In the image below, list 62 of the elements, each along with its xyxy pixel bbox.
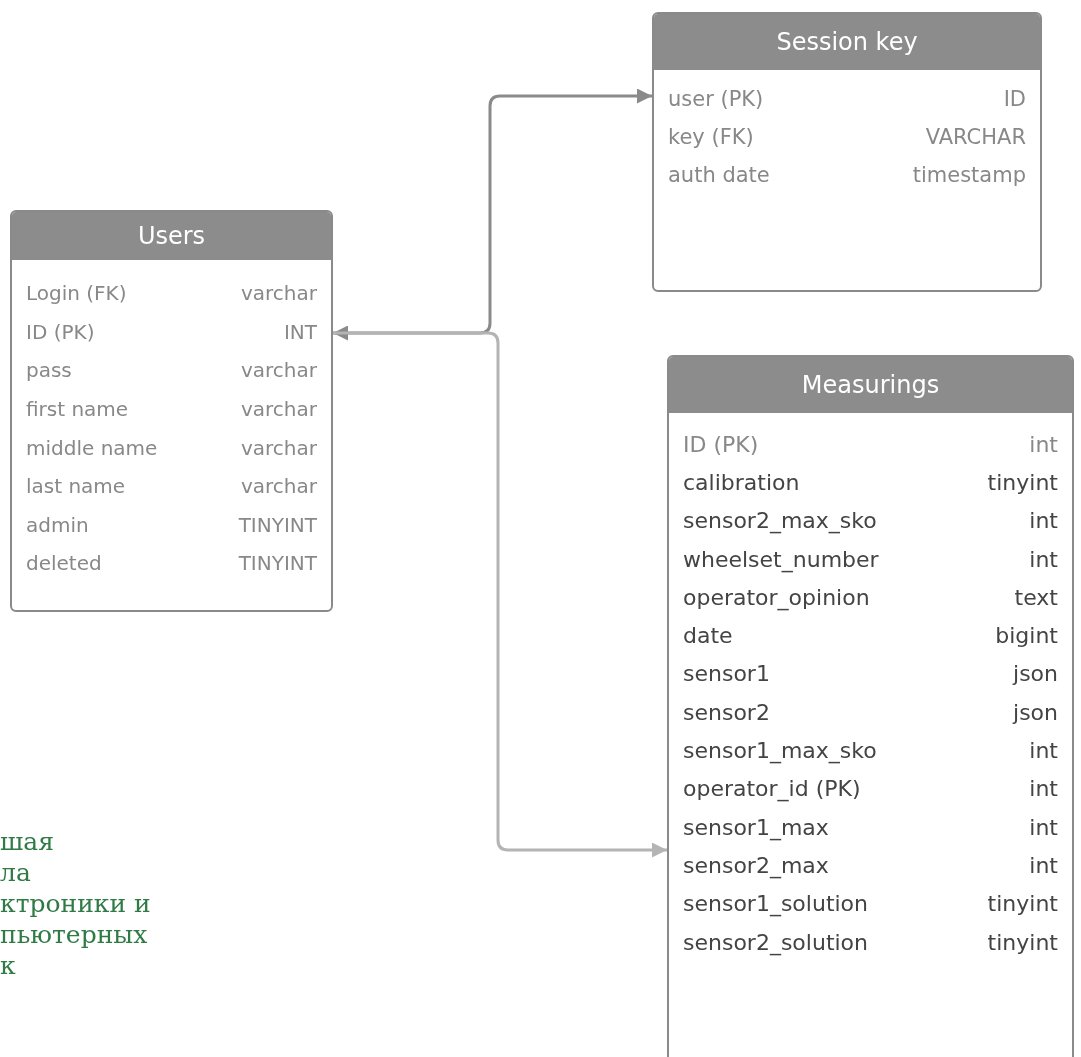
field-name: last name: [26, 474, 126, 499]
field-type: ID: [1003, 87, 1026, 111]
relation-arrow: [333, 331, 667, 858]
field-type: TINYINT: [238, 551, 317, 576]
field-type: json: [1013, 661, 1058, 687]
field-name: pass: [26, 358, 72, 383]
field-name: sensor1_solution: [683, 891, 869, 917]
field-type: int: [1029, 814, 1058, 840]
field-type: INT: [283, 319, 317, 344]
table-box: [652, 12, 1042, 292]
table-header: Session key: [654, 14, 1040, 70]
caption-text: пьютерных: [0, 919, 148, 950]
field-type: TINYINT: [238, 512, 317, 537]
field-name: calibration: [683, 469, 800, 495]
field-type: tinyint: [987, 469, 1058, 495]
field-type: timestamp: [912, 163, 1026, 187]
table-box: [10, 210, 333, 612]
field-type: text: [1014, 584, 1058, 610]
field-type: int: [1029, 431, 1058, 457]
field-name: admin: [26, 512, 89, 537]
caption-text: к: [0, 950, 16, 981]
field-type: int: [1029, 546, 1058, 572]
caption-text: шая: [0, 826, 54, 857]
field-name: user (PK): [668, 87, 764, 111]
field-name: sensor1_max: [683, 814, 829, 840]
field-name: sensor2: [683, 699, 770, 725]
field-name: sensor1: [683, 661, 770, 687]
field-name: Login (FK): [26, 281, 127, 306]
field-name: sensor2_max: [683, 852, 829, 878]
field-type: int: [1029, 738, 1058, 763]
caption-text: ктроники и: [0, 888, 151, 919]
field-type: varchar: [240, 435, 317, 460]
table-header: Users: [12, 212, 331, 260]
field-name: first name: [26, 397, 129, 422]
field-type: json: [1013, 699, 1058, 725]
field-name: sensor2_solution: [683, 929, 869, 955]
table-box: [667, 355, 1074, 1057]
field-name: operator_id (PK): [683, 776, 861, 802]
field-name: operator_opinion: [683, 584, 870, 610]
field-name: sensor1_max_sko: [683, 738, 877, 763]
field-type: varchar: [240, 474, 317, 499]
field-name: auth date: [668, 163, 770, 187]
field-type: tinyint: [987, 929, 1058, 955]
field-type: tinyint: [987, 891, 1058, 917]
field-type: int: [1029, 776, 1058, 802]
field-type: int: [1029, 508, 1058, 534]
field-name: ID (PK): [26, 319, 95, 344]
field-type: int: [1029, 852, 1058, 878]
field-name: ID (PK): [683, 431, 759, 457]
caption-text: ла: [0, 857, 31, 888]
field-name: key (FK): [668, 125, 754, 149]
field-name: sensor2_max_sko: [683, 508, 877, 534]
field-type: varchar: [240, 397, 317, 422]
field-name: middle name: [26, 435, 158, 460]
field-name: deleted: [26, 551, 102, 576]
field-type: varchar: [240, 281, 317, 306]
field-name: date: [683, 623, 733, 649]
table-header: Measurings: [669, 357, 1072, 413]
field-type: varchar: [240, 358, 317, 383]
field-type: bigint: [995, 623, 1058, 649]
field-name: wheelset_number: [683, 546, 879, 572]
field-type: VARCHAR: [925, 125, 1026, 149]
